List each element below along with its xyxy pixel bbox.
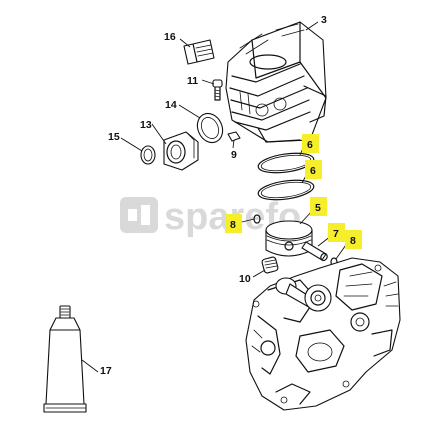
svg-text:14: 14 bbox=[165, 99, 177, 111]
callout-8-right[interactable]: 8 bbox=[345, 230, 362, 249]
piston-ring-upper bbox=[257, 152, 315, 174]
callout-3[interactable]: 3 bbox=[321, 14, 327, 26]
svg-text:5: 5 bbox=[315, 202, 321, 214]
callout-13[interactable]: 13 bbox=[140, 119, 152, 131]
screw-11 bbox=[212, 79, 223, 101]
piston-ring-lower bbox=[257, 179, 315, 201]
intake-manifold bbox=[163, 131, 199, 171]
svg-text:8: 8 bbox=[350, 235, 356, 247]
grease-tube bbox=[43, 305, 87, 413]
callout-15[interactable]: 15 bbox=[108, 131, 120, 143]
callout-5[interactable]: 5 bbox=[310, 197, 327, 216]
piston-pin bbox=[301, 241, 328, 262]
callout-6-lower[interactable]: 6 bbox=[305, 160, 322, 179]
svg-text:9: 9 bbox=[231, 149, 237, 161]
watermark-logo-icon bbox=[120, 197, 158, 233]
nut-9 bbox=[227, 131, 241, 142]
callout-6-upper[interactable]: 6 bbox=[302, 134, 319, 153]
svg-text:6: 6 bbox=[310, 165, 316, 177]
piston bbox=[265, 220, 313, 257]
svg-text:17: 17 bbox=[100, 365, 112, 377]
svg-text:10: 10 bbox=[239, 273, 251, 285]
svg-text:15: 15 bbox=[108, 131, 120, 143]
needle-cage bbox=[261, 256, 279, 274]
callout-10[interactable]: 10 bbox=[239, 273, 251, 285]
svg-text:8: 8 bbox=[230, 219, 236, 231]
svg-text:11: 11 bbox=[187, 75, 198, 87]
callout-16[interactable]: 16 bbox=[164, 31, 176, 43]
callout-8-left[interactable]: 8 bbox=[225, 214, 242, 233]
svg-text:7: 7 bbox=[333, 228, 339, 240]
cylinder bbox=[225, 21, 327, 143]
callout-14[interactable]: 14 bbox=[165, 99, 177, 111]
decompression-valve bbox=[183, 39, 215, 65]
clamp-15 bbox=[140, 145, 156, 165]
svg-text:13: 13 bbox=[140, 119, 152, 131]
svg-text:16: 16 bbox=[164, 31, 176, 43]
crankcase bbox=[245, 257, 401, 411]
svg-text:3: 3 bbox=[321, 14, 327, 26]
gasket-ring-14 bbox=[196, 112, 224, 144]
svg-text:6: 6 bbox=[307, 139, 313, 151]
callout-7[interactable]: 7 bbox=[328, 223, 345, 242]
callout-9[interactable]: 9 bbox=[231, 149, 237, 161]
callout-17[interactable]: 17 bbox=[100, 365, 112, 377]
callout-11[interactable]: 11 bbox=[187, 75, 198, 87]
